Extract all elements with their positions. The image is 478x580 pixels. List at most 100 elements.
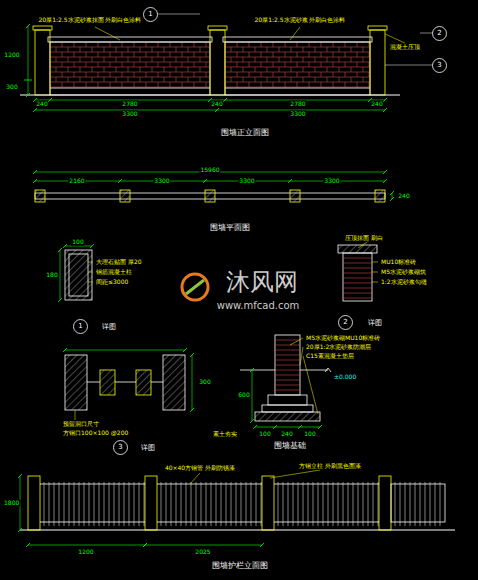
stroke <box>225 57 370 58</box>
note: 1:2水泥砂浆勾缝 <box>380 279 428 286</box>
stroke <box>134 82 135 87</box>
stroke <box>181 482 182 526</box>
stroke <box>58 248 62 252</box>
stroke <box>84 482 85 526</box>
callout-number: 1 <box>143 7 158 22</box>
stroke <box>273 82 274 87</box>
outline <box>100 370 115 395</box>
stroke <box>303 47 304 52</box>
watermark-logo <box>182 274 208 300</box>
outline <box>391 484 445 522</box>
stroke <box>92 57 93 62</box>
stroke <box>146 42 147 47</box>
stroke <box>18 474 22 478</box>
stroke <box>146 52 147 57</box>
stroke <box>75 410 76 420</box>
stroke <box>288 482 289 526</box>
stroke <box>273 62 274 67</box>
stroke <box>182 72 183 77</box>
stroke <box>237 42 238 47</box>
dimension: 240 <box>370 101 383 108</box>
outline <box>368 26 387 30</box>
stroke <box>20 94 400 95</box>
stroke <box>182 62 183 67</box>
stroke <box>194 52 195 57</box>
note: 混凝土压顶 <box>389 44 421 51</box>
stroke <box>86 52 87 57</box>
outline <box>268 395 307 405</box>
stroke <box>400 482 401 526</box>
stroke <box>190 353 194 357</box>
stroke <box>327 47 328 52</box>
stroke <box>152 77 153 82</box>
drawing-title: 围墙平面图 <box>209 223 251 232</box>
stroke <box>122 52 123 57</box>
stroke <box>343 293 372 294</box>
outline <box>225 42 370 95</box>
stroke <box>252 370 253 421</box>
stroke <box>158 42 159 47</box>
stroke <box>122 62 123 67</box>
stroke <box>333 62 334 67</box>
stroke <box>122 72 123 77</box>
stroke <box>92 47 93 52</box>
stroke <box>225 82 370 83</box>
callout-number: 3 <box>113 440 128 455</box>
stroke <box>236 482 237 526</box>
stroke <box>203 179 207 183</box>
outline <box>375 190 385 202</box>
stroke <box>300 370 328 371</box>
stroke <box>206 72 207 77</box>
stroke <box>309 42 310 47</box>
stroke <box>333 82 334 87</box>
stroke <box>231 77 232 82</box>
stroke <box>88 262 93 263</box>
stroke <box>183 348 187 352</box>
stroke <box>275 360 300 361</box>
note: 大理石贴面 厚20 <box>95 259 143 266</box>
stroke <box>225 67 370 68</box>
outline <box>223 37 372 42</box>
stroke <box>192 355 193 410</box>
stroke <box>176 77 177 82</box>
stroke <box>176 57 177 62</box>
note: ±0.000 <box>333 374 357 381</box>
stroke <box>369 82 370 87</box>
dimension: 3300 <box>238 178 255 185</box>
stroke <box>146 62 147 67</box>
stroke <box>170 52 171 57</box>
stroke <box>290 338 303 345</box>
note: 20厚1:2.5水泥砂浆 外刷白色涂料 <box>254 17 347 24</box>
stroke <box>128 77 129 82</box>
stroke <box>63 348 67 352</box>
dimension: 100 <box>71 239 84 246</box>
stroke <box>69 482 70 526</box>
stroke <box>122 42 123 47</box>
stroke <box>435 482 436 526</box>
stroke <box>275 380 300 381</box>
stroke <box>171 482 172 526</box>
stroke <box>358 482 359 526</box>
stroke <box>323 482 324 526</box>
stroke <box>283 482 284 526</box>
stroke <box>313 482 314 526</box>
stroke <box>345 52 346 57</box>
dimension: 240 <box>35 101 48 108</box>
stroke <box>297 52 298 57</box>
linework <box>18 14 455 547</box>
stroke <box>321 62 322 67</box>
stroke <box>240 370 275 371</box>
stroke <box>345 62 346 67</box>
note: 详图 <box>101 323 117 331</box>
stroke <box>279 77 280 82</box>
note: 间距≤3000 <box>95 279 129 286</box>
stroke <box>176 67 177 72</box>
stroke <box>339 67 340 72</box>
stroke <box>139 482 140 526</box>
outline <box>343 253 372 301</box>
stroke <box>86 42 87 47</box>
outline <box>33 26 52 30</box>
stroke <box>343 273 372 274</box>
stroke <box>90 244 94 248</box>
stroke <box>221 482 222 526</box>
